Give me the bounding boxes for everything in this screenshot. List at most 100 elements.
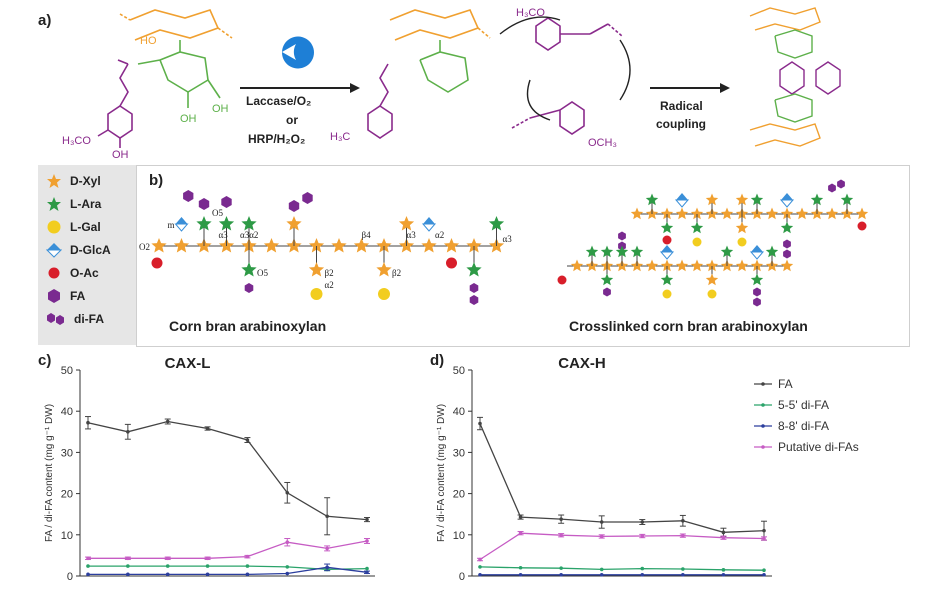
y-tick-label: 0 (67, 571, 73, 583)
glucuronic-acid-lower-icon (779, 199, 795, 208)
y-axis-label: FA / di-FA content (mg g⁻¹ DW) (436, 404, 447, 542)
glucuronic-acid-icon (175, 217, 188, 224)
label-ho: HO (140, 35, 157, 47)
data-point (681, 567, 685, 571)
panel-a-label: a) (38, 12, 52, 29)
ferulate-hexagon-icon (198, 198, 210, 210)
xylose-star-icon (151, 238, 167, 253)
linkage-label: β4 (362, 230, 372, 240)
panel-b-label: b) (149, 172, 164, 189)
legend-marker (761, 424, 765, 428)
label-methoxy-3: H₃CO (516, 7, 545, 19)
xylose-star-icon (630, 207, 644, 220)
ferulate-hexagon-icon (828, 183, 836, 193)
double-hexagon-icon (47, 313, 64, 325)
data-point (126, 572, 130, 577)
data-point (86, 556, 90, 561)
curved-arrow-top (499, 16, 561, 35)
data-point (559, 572, 563, 577)
data-point (478, 565, 482, 569)
radical-text: Radical (660, 99, 703, 113)
xylose-star-icon (398, 216, 415, 231)
series-line (87, 420, 368, 521)
y-tick-label: 40 (453, 406, 465, 418)
glucuronic-acid-lower-icon (421, 223, 437, 232)
data-point (245, 572, 250, 577)
data-point (478, 572, 482, 577)
data-point (165, 564, 170, 568)
glucuronic-acid-lower-icon (174, 223, 189, 232)
y-tick-label: 20 (61, 489, 73, 501)
glucuronic-acid-icon (423, 217, 435, 224)
data-point (205, 572, 210, 577)
linkage-label: α3 (407, 230, 417, 240)
legend-item-ara: L-Ara (46, 196, 101, 212)
data-point (325, 514, 329, 519)
legend-label: Putative di-FAs (778, 440, 859, 454)
xylose-star-icon (735, 259, 749, 272)
data-point (640, 572, 645, 577)
data-point (762, 528, 766, 533)
arabinose-star-icon (720, 245, 734, 258)
left-caption: Corn bran arabinoxylan (169, 318, 327, 334)
data-point (762, 536, 766, 541)
arabinose-star-icon (765, 245, 779, 258)
glucuronic-acid-lower-icon (659, 251, 675, 260)
arabinose-star-icon (615, 245, 629, 258)
linkage-label: β2 (392, 268, 401, 278)
y-tick-label: 30 (453, 447, 465, 459)
xylose-star-icon (765, 207, 779, 220)
xylose-star-icon (173, 238, 190, 253)
xylose-star-icon (353, 238, 370, 253)
legend-label: FA (778, 377, 793, 391)
data-point (285, 540, 290, 545)
glucuronic-acid-icon (751, 245, 763, 252)
data-point (205, 426, 210, 431)
galactose-circle-icon (378, 288, 390, 300)
arabinose-star-icon (630, 245, 644, 258)
linkage-label: α3 (503, 234, 513, 244)
xylose-star-icon (660, 259, 674, 272)
linkage-label: α2 (435, 230, 444, 240)
legend-item-xyl: D-Xyl (46, 173, 101, 189)
linkage-label: O5 (257, 268, 268, 278)
quinone-methide-top (535, 17, 623, 51)
xylose-star-icon (795, 207, 809, 220)
y-tick-label: 0 (459, 571, 465, 583)
data-point (762, 572, 766, 577)
xylose-star-icon (855, 207, 869, 220)
data-point (599, 567, 604, 572)
data-point (599, 520, 604, 524)
data-point (681, 533, 685, 538)
arabinose-star-icon (690, 221, 704, 234)
label-phenol-oh: OH (112, 149, 129, 160)
curved-arrow-bottom (526, 79, 551, 121)
data-point (86, 564, 90, 568)
y-tick-label: 10 (61, 530, 73, 542)
curved-arrow-right (619, 39, 631, 101)
glucuronic-acid-icon (676, 193, 688, 200)
label-methoxy: H₃CO (62, 135, 91, 147)
xylose-star-icon (750, 259, 764, 272)
xylose-star-icon (645, 259, 659, 272)
acetyl-circle-icon (557, 275, 567, 285)
acetyl-circle-icon (857, 221, 867, 231)
data-point (325, 546, 329, 551)
legend-item-oac: O-Ac (46, 265, 99, 281)
data-point (165, 556, 170, 561)
panel-d-label: d) (430, 352, 445, 369)
red-circle-icon (48, 267, 60, 279)
arabinose-star-icon (241, 262, 257, 277)
series-line (479, 566, 765, 571)
ferulate-hexagon-icon (837, 179, 845, 189)
arabinose-star-icon (241, 216, 257, 231)
acetyl-circle-icon (151, 257, 163, 269)
data-point (245, 564, 250, 568)
ferulate-hexagon-icon (618, 231, 626, 241)
data-point (205, 564, 210, 568)
ferulate-hexagon-icon (603, 287, 611, 297)
series-line (479, 423, 765, 533)
label-methoxy-2: H₃C (330, 131, 350, 143)
xylose-star-icon (376, 262, 392, 277)
